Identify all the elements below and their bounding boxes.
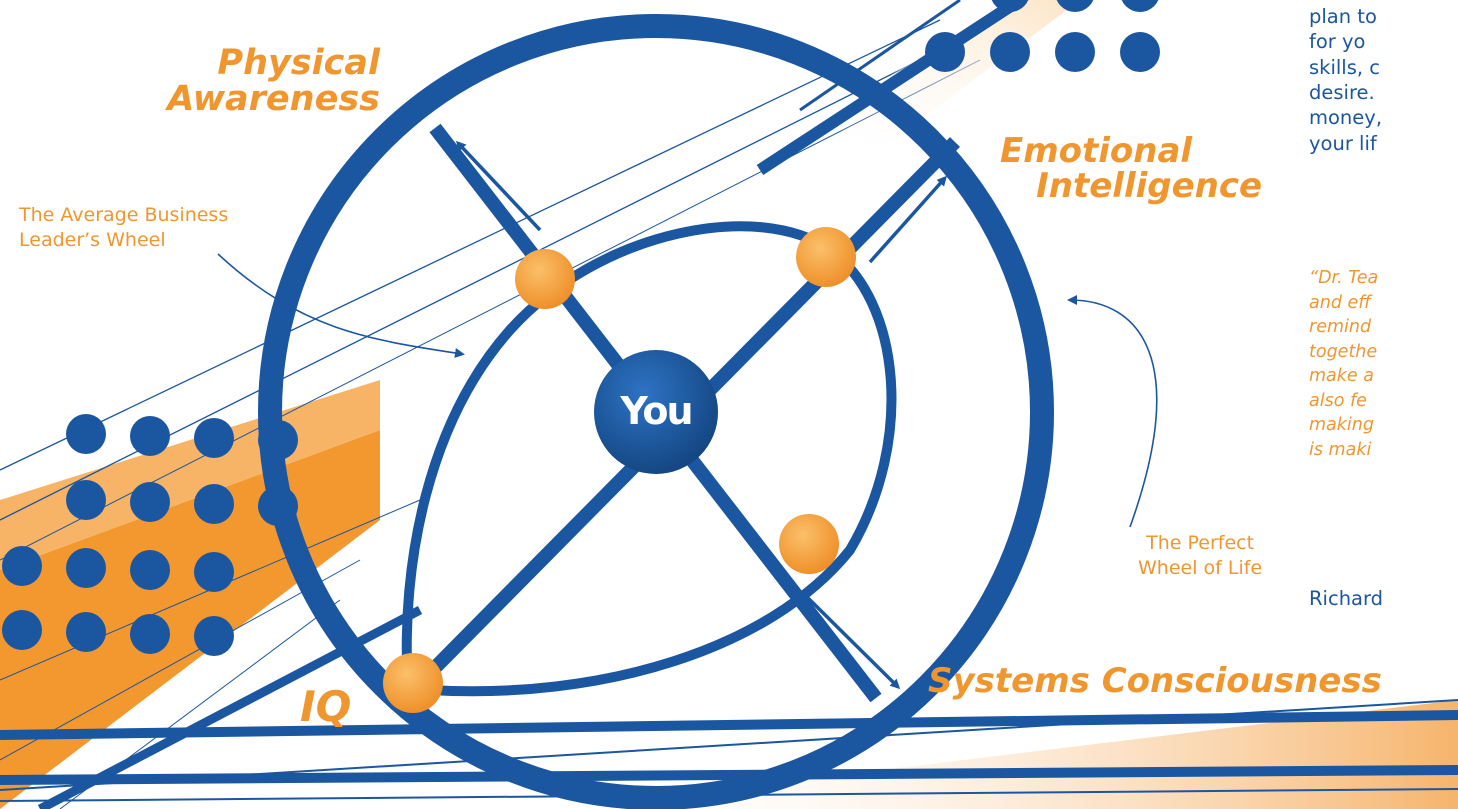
quote-line: making: [1309, 415, 1374, 435]
label-physical-line-2: Awareness: [167, 78, 380, 119]
direction-arrows: [455, 140, 947, 690]
quote-line: remind: [1309, 317, 1372, 337]
quote-block: “Dr. Tea and eff remind togethe make a a…: [1309, 266, 1378, 462]
quote-line: togethe: [1309, 341, 1378, 362]
label-iq: IQ: [300, 682, 352, 731]
body-text-line: for yo: [1309, 30, 1366, 54]
quote-line: “Dr. Tea: [1309, 268, 1379, 288]
body-text-line: plan to: [1309, 5, 1377, 28]
center-label: You: [620, 389, 693, 433]
body-text-line: skills, c: [1309, 55, 1380, 79]
node-iq: [383, 653, 443, 713]
node-systems: [779, 514, 839, 574]
annotation-average-wheel: The Average Business Leader’s Wheel: [19, 203, 228, 252]
body-text-column: plan to for yo skills, c desire. money, …: [1309, 4, 1382, 156]
body-text-line: money,: [1309, 106, 1383, 130]
annotation-pointers: [217, 253, 1158, 528]
body-text-line: your lif: [1309, 131, 1377, 155]
annotation-perfect-wheel: The Perfect Wheel of Life: [1138, 531, 1262, 580]
label-emotional-line-2: Intelligence: [1036, 165, 1263, 206]
body-text-line: desire.: [1309, 81, 1375, 105]
annotation-average-line-1: The Average Business: [19, 204, 229, 226]
quote-attribution: Richard: [1309, 587, 1384, 610]
label-physical-line-1: Physical: [217, 43, 380, 83]
perfect-wheel-rim: [258, 14, 1054, 809]
quote-line: also fe: [1309, 390, 1367, 411]
annotation-perfect-line-2: Wheel of Life: [1138, 556, 1263, 579]
quote-line: is maki: [1309, 439, 1372, 460]
annotation-average-line-2: Leader’s Wheel: [19, 228, 166, 251]
annotation-perfect-line-1: The Perfect: [1146, 532, 1255, 554]
quote-line: and eff: [1309, 292, 1371, 313]
label-physical-awareness: Physical Awareness: [167, 43, 380, 119]
node-emotional: [796, 227, 856, 287]
label-emotional-intelligence: Emotional Intelligence: [1000, 134, 1262, 203]
quote-line: make a: [1309, 366, 1374, 386]
node-physical: [515, 249, 575, 309]
dimension-nodes: [383, 227, 856, 713]
label-systems-consciousness: Systems Consciousness: [928, 661, 1382, 701]
label-emotional-line-1: Emotional: [1000, 131, 1193, 171]
center-hub: [594, 350, 718, 474]
